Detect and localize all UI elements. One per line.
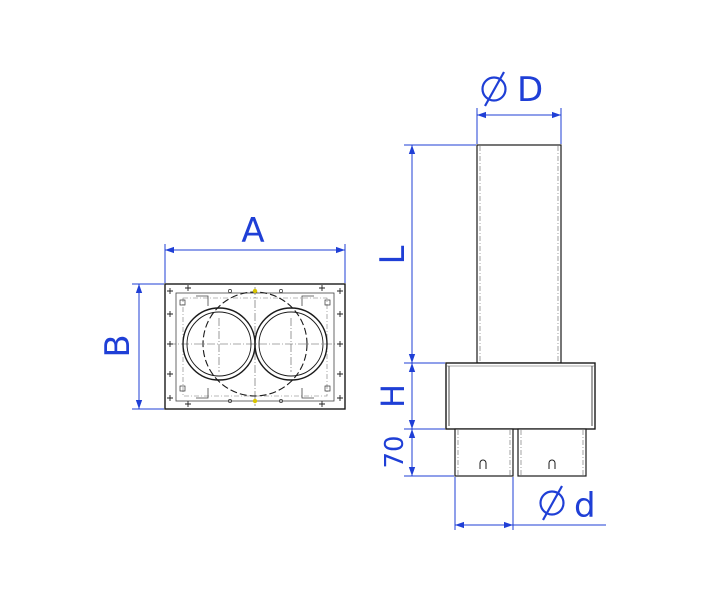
diameter-symbol-lower-icon xyxy=(539,485,565,521)
dimension-h: H xyxy=(374,363,445,430)
plan-view xyxy=(164,283,346,410)
plan-top-mark xyxy=(252,288,258,294)
side-pipe xyxy=(476,144,562,364)
side-housing xyxy=(445,362,596,430)
plan-small-holes xyxy=(179,289,331,403)
plan-left-outlet-inner xyxy=(186,311,252,377)
side-right-outlet xyxy=(517,428,587,477)
dimension-l-label: L xyxy=(373,245,413,264)
dimension-d-lower: d xyxy=(454,477,606,530)
diameter-symbol-upper-icon xyxy=(481,71,507,107)
plan-outer-frame xyxy=(164,283,346,410)
side-view xyxy=(445,144,596,477)
plan-right-outlet-outer xyxy=(254,307,328,381)
dimension-d-upper-label: D xyxy=(517,70,543,110)
dimension-a-label: A xyxy=(241,211,264,251)
plan-right-outlet-inner xyxy=(258,311,324,377)
dimension-h-label: H xyxy=(374,384,412,408)
dimension-d-lower-label: d xyxy=(574,486,596,526)
dimension-l: L xyxy=(373,144,476,364)
plan-bolt-marks xyxy=(167,285,343,407)
left-outlet-slot xyxy=(479,459,487,469)
dimension-a: A xyxy=(164,211,346,283)
plan-bottom-mark xyxy=(252,398,258,404)
dimension-70-label: 70 xyxy=(380,435,410,468)
dimension-b-label: B xyxy=(98,334,138,357)
plan-corner-brackets xyxy=(196,295,314,399)
right-outlet-slot xyxy=(548,459,556,469)
dimension-b: B xyxy=(98,283,164,410)
dimension-70: 70 xyxy=(380,429,454,477)
dimension-d-upper: D xyxy=(476,70,562,144)
side-left-outlet xyxy=(454,428,514,477)
